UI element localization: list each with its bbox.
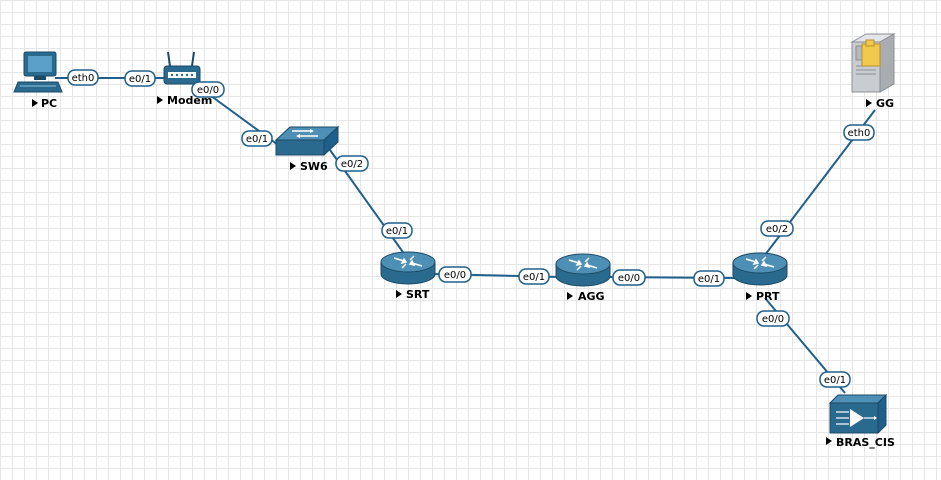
desktop-computer-icon <box>13 51 63 93</box>
svg-text:e0/1: e0/1 <box>824 375 846 386</box>
node-modem[interactable]: Modem <box>157 51 212 107</box>
port-prt-e00[interactable]: e0/0 <box>756 310 790 327</box>
port-srt-e00[interactable]: e0/0 <box>438 266 472 283</box>
play-triangle-icon <box>826 437 832 445</box>
modem-icon <box>163 51 201 85</box>
port-prt-e01[interactable]: e0/1 <box>693 270 725 287</box>
switch-icon <box>274 125 340 157</box>
node-label-pc: PC <box>41 97 57 110</box>
port-srt-e01[interactable]: e0/1 <box>381 222 413 239</box>
port-sw6-e02[interactable]: e0/2 <box>335 155 369 172</box>
svg-text:e0/0: e0/0 <box>618 273 640 284</box>
svg-text:e0/0: e0/0 <box>444 270 466 281</box>
svg-text:e0/0: e0/0 <box>762 314 784 325</box>
port-agg-e01[interactable]: e0/1 <box>518 268 550 285</box>
svg-text:eth0: eth0 <box>848 128 871 139</box>
play-triangle-icon <box>32 99 38 107</box>
play-triangle-icon <box>157 96 163 104</box>
port-modem-e00[interactable]: e0/0 <box>191 81 225 98</box>
svg-text:e0/1: e0/1 <box>523 272 545 283</box>
play-triangle-icon <box>290 162 296 170</box>
node-label-prt: PRT <box>756 290 780 303</box>
port-prt-e02[interactable]: e0/2 <box>760 220 794 237</box>
node-label-bras-cis: BRAS_CIS <box>836 436 895 449</box>
play-triangle-icon <box>567 292 573 300</box>
node-sw6[interactable]: SW6 <box>274 125 340 173</box>
play-triangle-icon <box>396 290 402 298</box>
node-prt[interactable]: PRT <box>732 252 788 303</box>
node-srt[interactable]: SRT <box>380 251 436 301</box>
svg-text:e0/2: e0/2 <box>766 224 788 235</box>
svg-text:e0/2: e0/2 <box>341 159 363 170</box>
node-gg[interactable]: GG <box>850 33 896 110</box>
port-pc-eth0[interactable]: eth0 <box>67 69 99 86</box>
svg-text:e0/1: e0/1 <box>386 226 408 237</box>
node-label-agg: AGG <box>578 290 605 303</box>
port-modem-e01[interactable]: e0/1 <box>124 70 156 87</box>
port-agg-e00[interactable]: e0/0 <box>612 269 646 286</box>
node-pc[interactable]: PC <box>13 51 63 110</box>
bras-appliance-icon <box>828 393 888 435</box>
svg-text:e0/0: e0/0 <box>197 85 219 96</box>
svg-text:e0/1: e0/1 <box>698 274 720 285</box>
router-icon <box>732 252 788 286</box>
node-label-sw6: SW6 <box>300 160 328 173</box>
play-triangle-icon <box>746 292 752 300</box>
links <box>55 77 876 394</box>
svg-text:e0/1: e0/1 <box>246 134 268 145</box>
port-sw6-e01[interactable]: e0/1 <box>241 130 273 147</box>
port-bras-e01[interactable]: e0/1 <box>819 371 851 388</box>
play-triangle-icon <box>866 99 872 107</box>
node-agg[interactable]: AGG <box>555 253 611 303</box>
router-icon <box>555 253 611 287</box>
node-bras-cis[interactable]: BRAS_CIS <box>826 393 895 449</box>
node-label-gg: GG <box>876 97 894 110</box>
router-icon <box>380 251 436 285</box>
svg-text:e0/1: e0/1 <box>129 74 151 85</box>
svg-text:eth0: eth0 <box>72 73 95 84</box>
node-label-srt: SRT <box>406 288 430 301</box>
server-icon <box>850 33 896 93</box>
port-gg-eth0[interactable]: eth0 <box>843 124 875 141</box>
